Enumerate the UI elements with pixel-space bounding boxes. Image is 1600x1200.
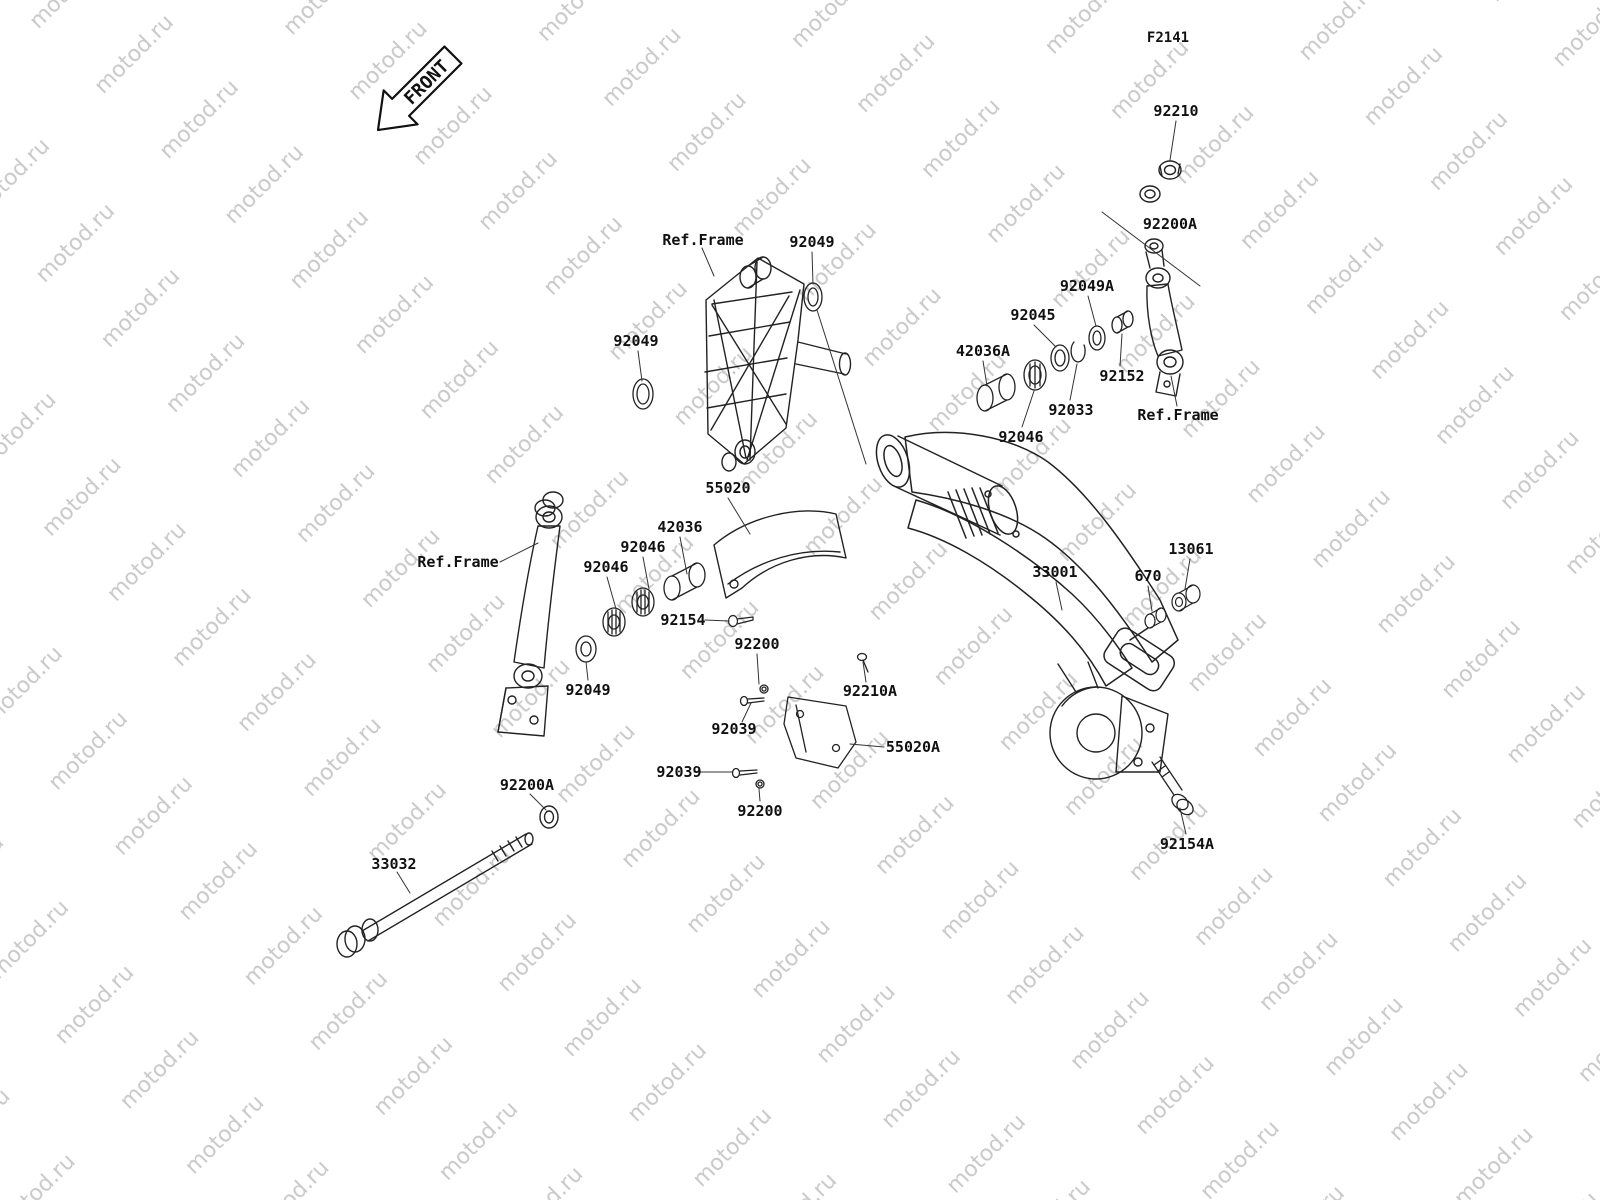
nut-92200-lower [755, 779, 765, 789]
link-bottom-eye [1156, 349, 1184, 375]
screw-92039-lower [731, 767, 741, 779]
swingarm-upper-beam [904, 431, 1179, 663]
nut-92210 [1158, 160, 1182, 180]
left-bearings [575, 562, 706, 663]
bracket-stub-shaft [838, 352, 852, 376]
swingarm-axle-block [1103, 627, 1176, 692]
bracket-bottom-boss [734, 439, 756, 465]
nut-92200-upper [759, 684, 769, 694]
leader-lines [396, 120, 1201, 894]
bearing-92046-b [631, 587, 655, 617]
bolt-92210a [856, 652, 868, 662]
linkage-bottom-eye [513, 663, 543, 689]
bracket-seals [632, 282, 823, 410]
right-bearings [976, 310, 1134, 412]
swingarm-lower-beam [907, 499, 1133, 687]
rear-collars [1144, 584, 1201, 629]
bearing-92045 [1050, 344, 1070, 372]
bolt-92154a [1151, 756, 1194, 816]
washer-92200a-top [1139, 185, 1161, 203]
chain-slider-55020 [713, 510, 847, 599]
bearing-92046-upper [1023, 359, 1047, 391]
pivot-bolt-33032 [336, 805, 559, 958]
frame-bracket [704, 256, 852, 472]
tie-rod-linkage [497, 491, 564, 737]
figure-code: F2141 [1146, 30, 1190, 46]
seal-92049a [1088, 325, 1106, 351]
seal-92049-left [632, 378, 654, 410]
bracket-55020a [731, 652, 869, 789]
chain-guard [1049, 661, 1169, 780]
swingarm [875, 431, 1179, 692]
front-arrow-outline [376, 45, 463, 132]
screw-92039-upper [739, 695, 749, 707]
link-top-eye [1145, 267, 1171, 289]
circlip-92033 [1070, 341, 1086, 363]
washer-92200a-lower [539, 805, 559, 829]
linkage-top-eye [535, 505, 563, 529]
bearing-92046-a [602, 607, 626, 637]
